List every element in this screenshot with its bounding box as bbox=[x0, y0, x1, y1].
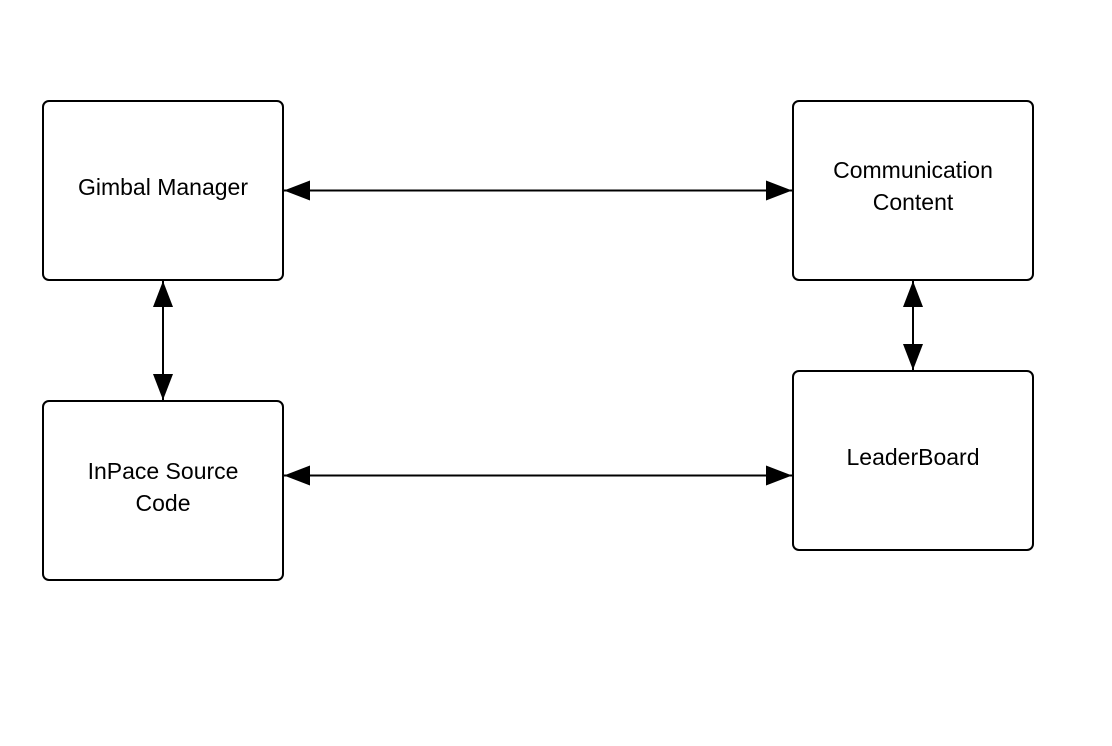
node-inpace-source-code: InPace Source Code bbox=[42, 400, 284, 581]
node-label-inpace-source-code: InPace Source Code bbox=[87, 457, 239, 516]
node-label-gimbal-manager: Gimbal Manager bbox=[77, 173, 249, 200]
node-label-communication-content: Communication Content bbox=[833, 156, 993, 215]
node-communication-content: Communication Content bbox=[792, 100, 1034, 281]
node-leaderboard: LeaderBoard bbox=[792, 370, 1034, 551]
node-gimbal-manager: Gimbal Manager bbox=[42, 100, 284, 281]
connectors bbox=[153, 180, 923, 486]
node-label-leaderboard: LeaderBoard bbox=[846, 443, 980, 470]
